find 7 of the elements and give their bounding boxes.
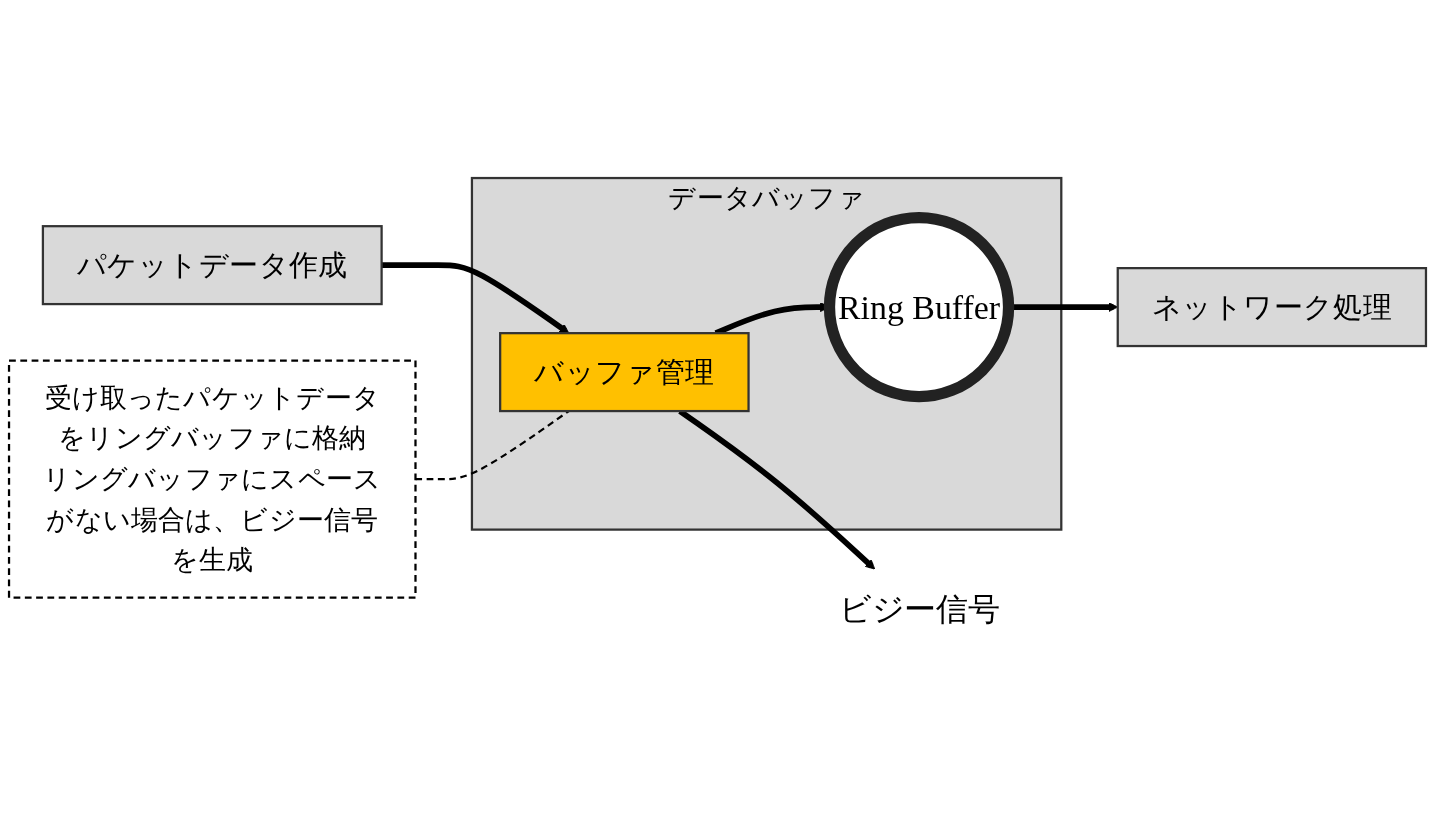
node-box: パケットデータ作成 [41, 225, 383, 306]
node-box: バッファ管理 [499, 332, 750, 413]
node-box: ネットワーク処理 [1116, 267, 1428, 348]
node-circle: Ring Buffer [823, 212, 1015, 403]
node-box: 受け取ったパケットデータをリングバッファに格納 リングバッファにスペースがない場合は、ビジー信号を生成 [7, 359, 417, 600]
arrow [381, 262, 570, 334]
node-text: ビジー信号 [838, 590, 1000, 629]
